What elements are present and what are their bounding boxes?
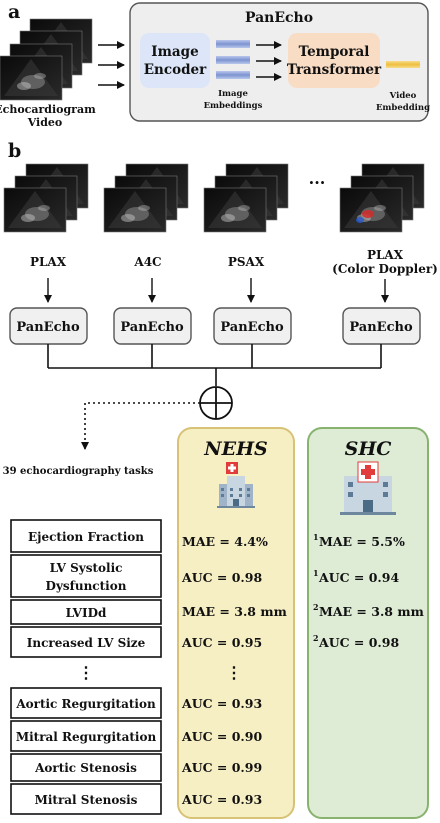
shc-title: SHC [345, 438, 392, 460]
shc-result-1: MAE = 5.5% [319, 534, 405, 549]
echo-stack-plax [3, 163, 89, 233]
task-mitral-stenosis: Mitral Stenosis [35, 793, 138, 807]
view-label-plax: PLAX [30, 255, 67, 269]
view-label-psax: PSAX [228, 255, 265, 269]
panecho-model-boxes [9, 307, 421, 345]
shc-sup-4: 2 [313, 633, 319, 643]
task-increased-lv-size: Increased LV Size [27, 636, 146, 650]
video-embedding [386, 61, 420, 68]
tasks-title: 39 echocardiography tasks [3, 466, 154, 477]
shc-sup-1: 1 [313, 532, 319, 542]
view-label-doppler-sub: (Color Doppler) [332, 262, 438, 276]
shc-result-4: AUC = 0.98 [318, 635, 399, 650]
nehs-vdots: ⋮ [226, 663, 242, 682]
nehs-result-3: MAE = 3.8 mm [182, 604, 287, 619]
nehs-result-5: AUC = 0.93 [181, 696, 262, 711]
nehs-title: NEHS [203, 438, 268, 460]
model-label-1: PanEcho [16, 320, 80, 335]
task-lv-systolic-line1: LV Systolic [50, 561, 123, 575]
nehs-result-4: AUC = 0.95 [181, 635, 262, 650]
shc-sup-3: 2 [313, 602, 319, 612]
video-embed-line1: Video [389, 91, 417, 101]
nehs-hospital-icon [217, 462, 255, 508]
shc-sup-2: 1 [313, 568, 319, 578]
task-lvidd: LVIDd [66, 606, 107, 620]
echo-stack-plax-doppler [339, 163, 425, 233]
shc-result-2: AUC = 0.94 [318, 570, 399, 585]
nehs-column [177, 427, 295, 819]
task-boxes [10, 519, 162, 815]
input-label-line2: Video [27, 116, 63, 129]
nehs-result-8: AUC = 0.93 [181, 792, 262, 807]
concat-oplus-icon [199, 386, 233, 420]
task-lv-systolic-line2: Dysfunction [46, 579, 127, 593]
shc-hospital-icon [340, 461, 396, 515]
encoder-line2: Encoder [144, 62, 207, 78]
transformer-line2: Transformer [287, 62, 382, 78]
embed-label-line1: Image [218, 89, 248, 99]
transformer-line1: Temporal [299, 44, 370, 60]
embed-label-line2: Embeddings [204, 101, 263, 111]
view-label-plax-doppler: PLAX [367, 248, 404, 262]
echo-video-stack-a [0, 18, 93, 101]
shc-result-3: MAE = 3.8 mm [319, 604, 424, 619]
image-encoder-box [140, 33, 210, 88]
image-embeddings [216, 40, 250, 79]
input-label-line1: Echocardiogram [0, 103, 96, 116]
view-label-a4c: A4C [133, 255, 161, 269]
nehs-result-2: AUC = 0.98 [181, 570, 262, 585]
task-ejection-fraction: Ejection Fraction [28, 530, 144, 544]
task-mitral-regurgitation: Mitral Regurgitation [16, 730, 157, 744]
temporal-transformer-box [288, 33, 380, 88]
task-aortic-stenosis: Aortic Stenosis [34, 761, 137, 775]
encoder-line1: Image [151, 44, 198, 60]
model-label-4: PanEcho [349, 320, 413, 335]
echo-stack-a4c [103, 163, 189, 233]
views-ellipsis: ... [309, 169, 326, 188]
dotted-arrow-tasks [81, 402, 200, 450]
echo-stack-psax [203, 163, 289, 233]
model-label-2: PanEcho [120, 320, 184, 335]
panecho-title: PanEcho [245, 10, 313, 26]
tasks-vdots: ⋮ [78, 663, 94, 682]
panel-a-label: a [8, 1, 20, 23]
task-aortic-regurgitation: Aortic Regurgitation [15, 697, 156, 711]
nehs-result-6: AUC = 0.90 [181, 729, 262, 744]
shc-column [307, 427, 429, 819]
video-embed-line2: Embedding [376, 103, 430, 113]
panel-b-label: b [8, 140, 21, 162]
model-label-3: PanEcho [220, 320, 284, 335]
nehs-result-1: MAE = 4.4% [182, 534, 268, 549]
merge-lines [47, 344, 382, 386]
nehs-result-7: AUC = 0.99 [181, 760, 262, 775]
